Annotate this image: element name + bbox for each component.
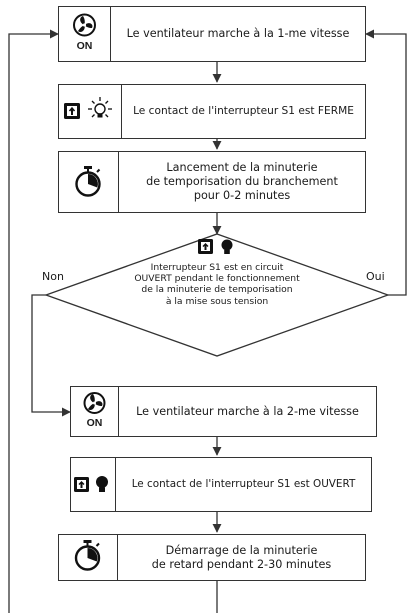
step3-line-3: pour 0-2 minutes: [193, 189, 291, 202]
step-fan-speed-1: ON Le ventilateur marche à la 1-me vites…: [58, 6, 366, 62]
step6-text: Démarrage de la minuterie de retard pend…: [118, 535, 365, 580]
fan-on-icon-cell: ON: [59, 7, 111, 61]
branch-yes-label: Oui: [366, 270, 385, 283]
decision-line-3: de la minuterie de temporisation: [141, 284, 293, 296]
switch-and-light-off-icon: [64, 97, 112, 119]
step-start-timer: Lancement de la minuterie de temporisati…: [58, 151, 366, 213]
step6-line-2: de retard pendant 2-30 minutes: [151, 557, 332, 571]
branch-no-label: Non: [42, 270, 64, 283]
loop-back-line: [8, 29, 59, 613]
step5-text: Le contact de l'interrupteur S1 est OUVE…: [131, 478, 356, 490]
step3-text: Lancement de la minuterie de temporisati…: [119, 152, 365, 212]
timer-icon: [74, 540, 101, 571]
decision-diamond: [44, 233, 390, 357]
step-delay-timer: Démarrage de la minuterie de retard pend…: [58, 534, 366, 581]
step1-text: Le ventilateur marche à la 1-me vitesse: [126, 27, 350, 40]
timer-icon: [75, 166, 101, 197]
on-label: ON: [86, 417, 103, 429]
step6-line-1: Démarrage de la minuterie: [165, 543, 318, 557]
switch-and-light-on-icon: [198, 239, 233, 254]
step4-text: Le ventilateur marche à la 2-me vitesse: [136, 404, 359, 418]
branch-yes-line: [365, 29, 407, 296]
step3-line-2: de temporisation du branchement: [146, 175, 338, 188]
decision-line-1: Interrupteur S1 est en circuit: [150, 262, 284, 273]
step-fan-speed-2: ON Le ventilateur marche à la 2-me vites…: [70, 386, 377, 437]
switch-light-icon-cell: [59, 85, 122, 138]
decision-line-4: à la mise sous tension: [165, 295, 269, 307]
branch-no-line: [31, 294, 71, 417]
timer-icon-cell-2: [59, 535, 118, 580]
step-switch-closed: Le contact de l'interrupteur S1 est FERM…: [58, 84, 366, 139]
decision-line-2: OUVERT pendant le fonctionnement: [134, 273, 300, 285]
on-label: ON: [76, 40, 93, 52]
step2-text: Le contact de l'interrupteur S1 est FERM…: [133, 104, 354, 117]
switch-light-on-icon-cell: [71, 458, 116, 511]
decision-text: Interrupteur S1 est en circuit OUVERT pe…: [112, 262, 322, 307]
fan-icon: [73, 13, 96, 37]
fan-on-icon-cell-2: ON: [71, 387, 119, 436]
timer-icon-cell: [59, 152, 119, 212]
switch-and-light-on-icon: [74, 476, 108, 492]
step3-line-1: Lancement de la minuterie: [166, 161, 318, 174]
fan-icon: [83, 392, 106, 414]
step-switch-open: Le contact de l'interrupteur S1 est OUVE…: [70, 457, 372, 512]
